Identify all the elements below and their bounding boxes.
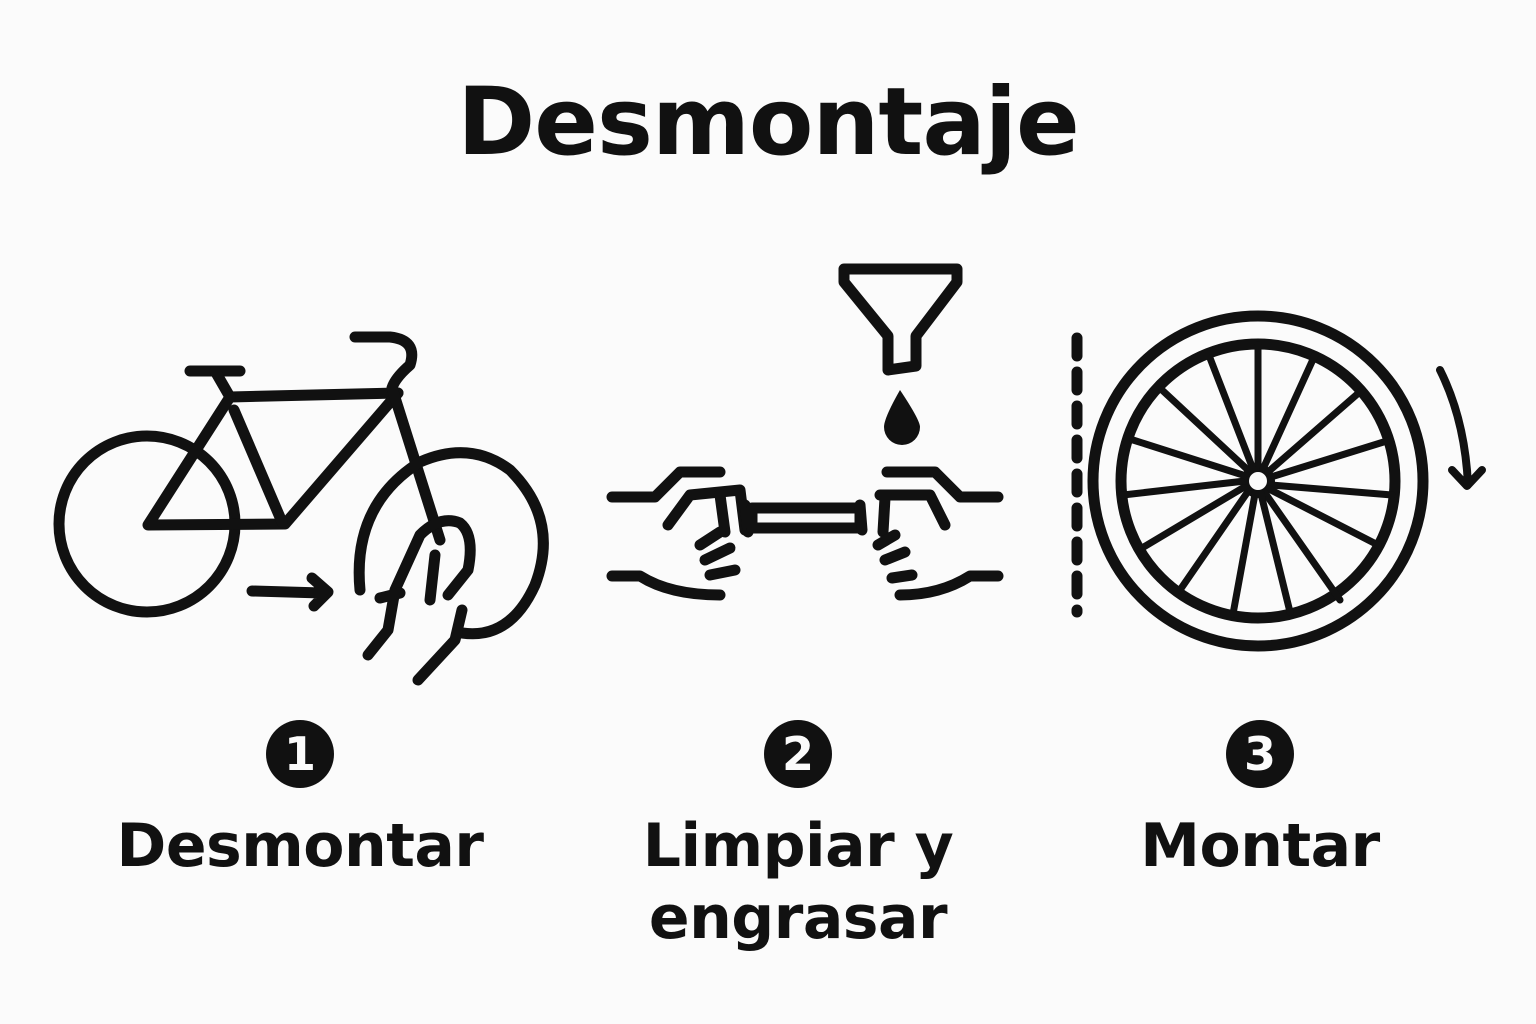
page-title: Desmontaje (457, 68, 1080, 177)
wrench-hands-icon (606, 466, 1004, 601)
wheel-icon (1071, 310, 1486, 652)
step-1: 1 Desmontar (80, 720, 520, 882)
step-number-badge: 2 (764, 720, 832, 788)
step-2: 2 Limpiar y engrasar (578, 720, 1018, 954)
step-label: Montar (1140, 811, 1380, 881)
bicycle-icon (53, 331, 549, 640)
step-number-badge: 3 (1226, 720, 1294, 788)
funnel-icon (838, 263, 963, 376)
step-label: Limpiar y engrasar (642, 811, 954, 953)
rotation-arrow-icon (1436, 366, 1486, 490)
step-number-badge: 1 (266, 720, 334, 788)
step-label: Desmontar (116, 811, 484, 881)
oil-drop-icon (884, 390, 920, 445)
step-3: 3 Montar (1040, 720, 1480, 882)
hand-icon (362, 515, 476, 686)
